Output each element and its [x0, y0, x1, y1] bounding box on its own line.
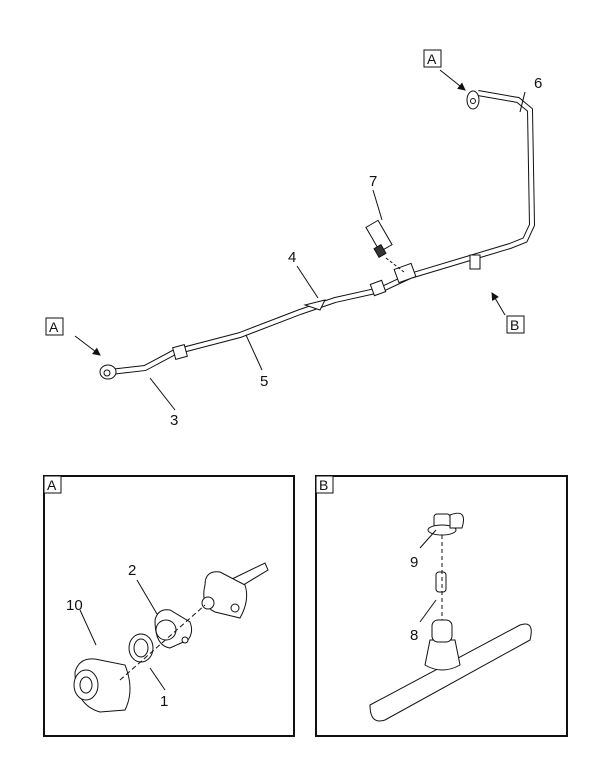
callout-8: 8 [410, 627, 418, 644]
callout-4: 4 [288, 249, 296, 266]
view-ref-a-top: A [423, 49, 442, 68]
svg-text:A: A [47, 477, 57, 493]
callout-2: 2 [128, 562, 136, 579]
view-ref-a-left: A [45, 317, 64, 336]
callout-6: 6 [534, 75, 542, 92]
svg-text:A: A [427, 51, 437, 67]
detail-view-a: A 2 10 1 [43, 475, 295, 737]
tube-assembly [99, 90, 536, 380]
svg-text:B: B [510, 317, 519, 333]
callout-7: 7 [369, 173, 377, 190]
callout-9: 9 [410, 554, 418, 571]
callout-5: 5 [260, 373, 268, 390]
callout-3: 3 [170, 412, 178, 429]
callout-10: 10 [66, 597, 83, 614]
view-ref-b: B [506, 315, 525, 334]
leader-lines [74, 69, 526, 411]
svg-text:A: A [49, 319, 59, 335]
callout-1: 1 [160, 693, 168, 710]
svg-text:B: B [319, 477, 328, 493]
detail-view-b: B 9 8 [315, 475, 568, 737]
